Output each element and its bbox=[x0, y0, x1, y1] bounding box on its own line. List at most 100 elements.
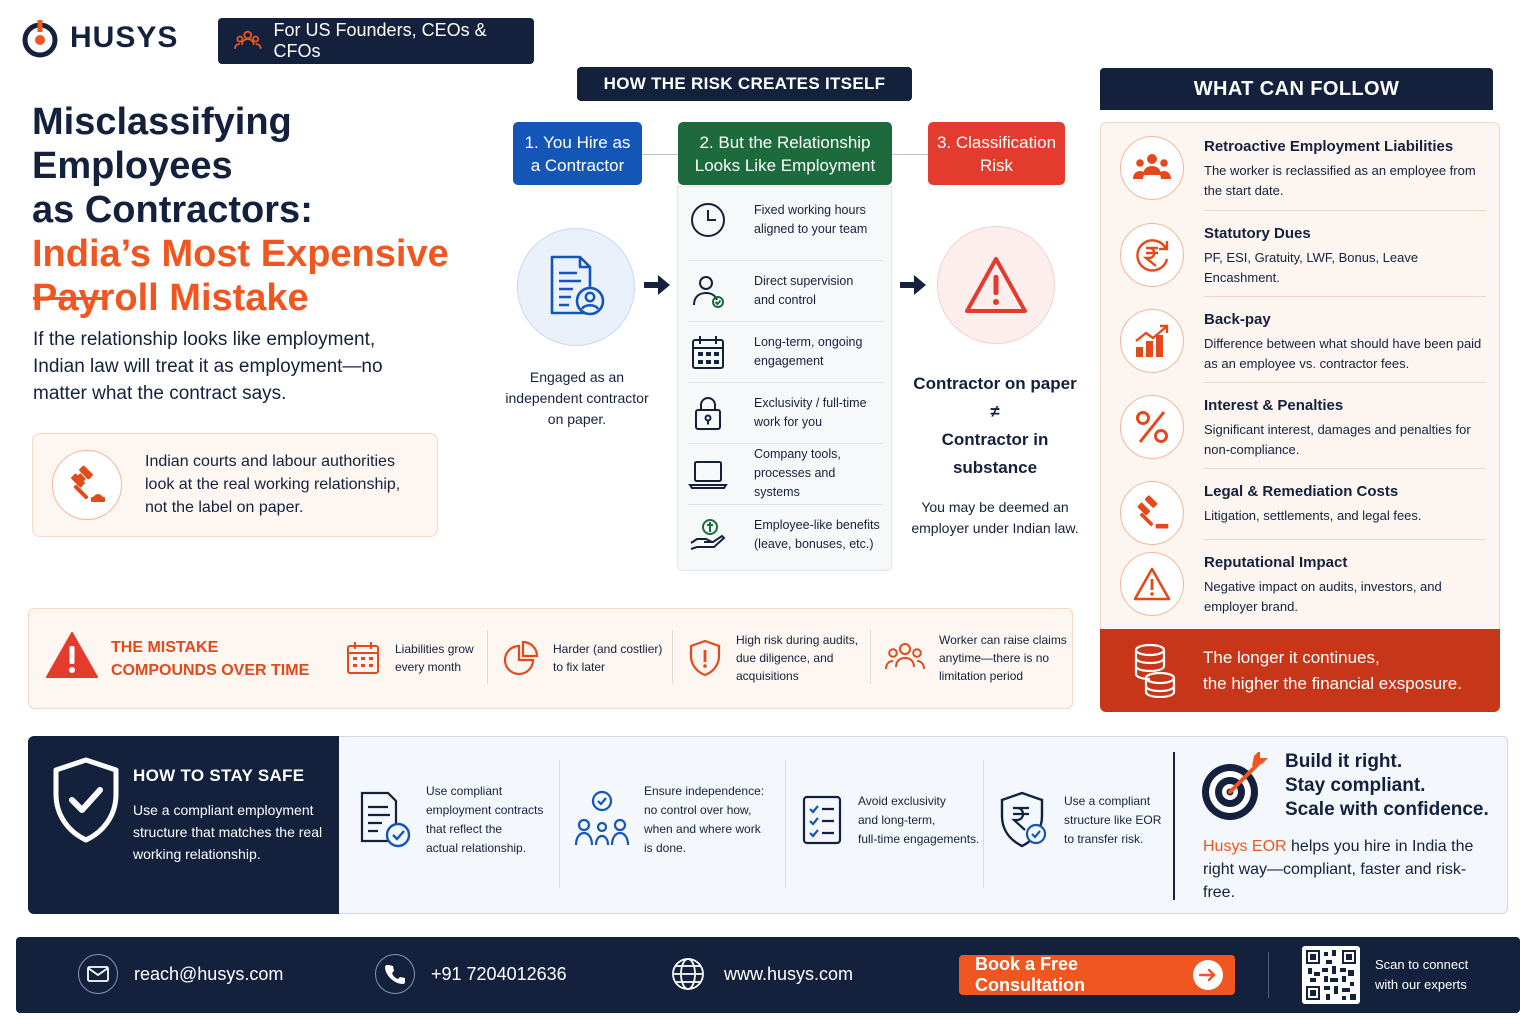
footer-website[interactable]: www.husys.com bbox=[668, 954, 853, 994]
exposure-line-2: the higher the financial exsposure. bbox=[1203, 674, 1462, 693]
indicator-line: Fixed working hours bbox=[754, 202, 866, 217]
safe-item-line: employment contracts bbox=[426, 803, 544, 817]
rupee-cycle-icon bbox=[1120, 223, 1184, 287]
title-line-1: Misclassifying Employees bbox=[32, 101, 292, 187]
follow-title: Statutory Dues bbox=[1204, 225, 1311, 242]
mistake-title-line-1: THE MISTAKE bbox=[111, 639, 219, 656]
follow-title: Interest & Penalties bbox=[1204, 397, 1344, 414]
follow-title: Legal & Remediation Costs bbox=[1204, 483, 1399, 500]
list-item: Back-pay Difference between what should … bbox=[1120, 297, 1490, 381]
calendar-grid-icon bbox=[345, 640, 381, 676]
contract-person-icon bbox=[517, 228, 635, 346]
mistake-item-line: limitation period bbox=[939, 669, 1024, 683]
footer-bar bbox=[16, 937, 1520, 1013]
warning-icon bbox=[1120, 552, 1184, 616]
lock-icon bbox=[678, 393, 738, 433]
safe-item-line: structure like EOR bbox=[1064, 812, 1162, 827]
safe-item-line: actual relationship. bbox=[426, 841, 527, 855]
divider bbox=[785, 760, 786, 888]
globe-icon bbox=[668, 954, 708, 994]
safe-item-line: and long-term, bbox=[858, 812, 936, 827]
process-banner: HOW THE RISK CREATES ITSELF bbox=[577, 67, 912, 101]
mistake-item-line: Worker can raise claims bbox=[939, 633, 1067, 647]
checklist-icon bbox=[800, 793, 844, 847]
mail-icon bbox=[78, 954, 118, 994]
indicator-line: and control bbox=[754, 292, 816, 307]
follow-description: The worker is reclassified as an employe… bbox=[1204, 163, 1476, 198]
title-line-3: India’s Most Expensive bbox=[32, 233, 449, 275]
scan-instruction: Scan to connect with our experts bbox=[1375, 955, 1505, 995]
supervisor-icon bbox=[678, 271, 738, 311]
growth-chart-icon bbox=[1120, 309, 1184, 373]
audience-badge: For US Founders, CEOs & CFOs bbox=[218, 18, 534, 64]
brand-logo[interactable]: HUSYS bbox=[20, 18, 178, 58]
independence-people-icon bbox=[574, 789, 630, 851]
mistake-item-line: every month bbox=[395, 660, 462, 674]
step-3-line-2: Risk bbox=[979, 155, 1014, 175]
build-line-1: Build it right. bbox=[1285, 751, 1403, 772]
arrow-right-icon bbox=[1193, 960, 1223, 990]
list-item: Worker can raise claims anytime—there is … bbox=[885, 628, 1067, 688]
divider bbox=[870, 630, 871, 684]
laptop-icon bbox=[678, 454, 738, 494]
gavel-icon bbox=[1120, 481, 1184, 545]
divider bbox=[1173, 752, 1175, 900]
comparison-line-1: Contractor on paper bbox=[913, 374, 1077, 393]
mistake-item-line: to fix later bbox=[553, 660, 606, 674]
safe-item-line: when and where work bbox=[644, 822, 761, 836]
indicator-line: Employee-like benefits bbox=[754, 517, 880, 532]
people-group-icon bbox=[234, 30, 262, 49]
exposure-line-1: The longer it continues, bbox=[1203, 648, 1380, 667]
step-1-description: Engaged as an independent contractor on … bbox=[505, 369, 649, 427]
build-it-right-headline: Build it right. Stay compliant. Scale wi… bbox=[1285, 750, 1489, 822]
indicator-line: Company tools, bbox=[754, 447, 841, 461]
phone-icon bbox=[375, 954, 415, 994]
shield-alert-icon bbox=[688, 639, 722, 677]
eor-rest: helps you hire in India the right way—co… bbox=[1203, 838, 1474, 901]
lead-paragraph: If the relationship looks like employmen… bbox=[33, 329, 383, 404]
coin-stack-icon bbox=[1134, 643, 1176, 698]
book-consultation-button[interactable]: Book a Free Consultation bbox=[959, 954, 1235, 995]
warning-icon bbox=[46, 632, 98, 678]
list-item: Harder (and costlier)to fix later bbox=[503, 628, 662, 688]
indicator-line: Long-term, ongoing bbox=[754, 334, 863, 349]
follow-description: Significant interest, damages and penalt… bbox=[1204, 422, 1471, 457]
indicator-line: work for you bbox=[754, 414, 823, 429]
phone-link[interactable]: +91 7204012636 bbox=[431, 963, 567, 984]
footer-phone[interactable]: +91 7204012636 bbox=[375, 954, 567, 994]
list-item: Legal & Remediation Costs Litigation, se… bbox=[1120, 469, 1490, 553]
safe-item-line: that reflect the bbox=[426, 822, 503, 836]
mistake-item-line: due diligence, and bbox=[736, 651, 834, 665]
mistake-item-line: anytime—there is no bbox=[939, 651, 1050, 665]
build-line-2: Stay compliant. bbox=[1285, 775, 1426, 796]
divider bbox=[1204, 296, 1486, 297]
build-line-3: Scale with confidence. bbox=[1285, 799, 1489, 820]
title-line-2: as Contractors: bbox=[32, 189, 313, 231]
scan-line-2: with our experts bbox=[1375, 977, 1467, 992]
safe-item-line: to transfer risk. bbox=[1064, 831, 1144, 846]
website-link[interactable]: www.husys.com bbox=[724, 963, 854, 984]
mistake-title-line-2: COMPOUNDS OVER TIME bbox=[111, 662, 310, 679]
footer-email[interactable]: reach@husys.com bbox=[78, 954, 283, 994]
step-1-line-1: 1. You Hire as bbox=[524, 132, 631, 152]
scan-line-1: Scan to connect bbox=[1375, 957, 1469, 972]
arrow-right-icon bbox=[900, 275, 926, 295]
mistake-compounds-box bbox=[28, 608, 1073, 709]
list-item: Interest & Penalties Significant interes… bbox=[1120, 383, 1490, 467]
list-item: Reputational Impact Negative impact on a… bbox=[1120, 540, 1490, 624]
what-can-follow-panel bbox=[1100, 122, 1500, 632]
stay-safe-panel bbox=[28, 736, 339, 914]
step-connector bbox=[892, 154, 928, 155]
benefits-hand-icon bbox=[678, 515, 738, 555]
email-link[interactable]: reach@husys.com bbox=[134, 963, 284, 984]
list-item: Employee-like benefits(leave, bonuses, e… bbox=[678, 504, 893, 565]
qr-code-icon[interactable] bbox=[1302, 946, 1360, 1004]
